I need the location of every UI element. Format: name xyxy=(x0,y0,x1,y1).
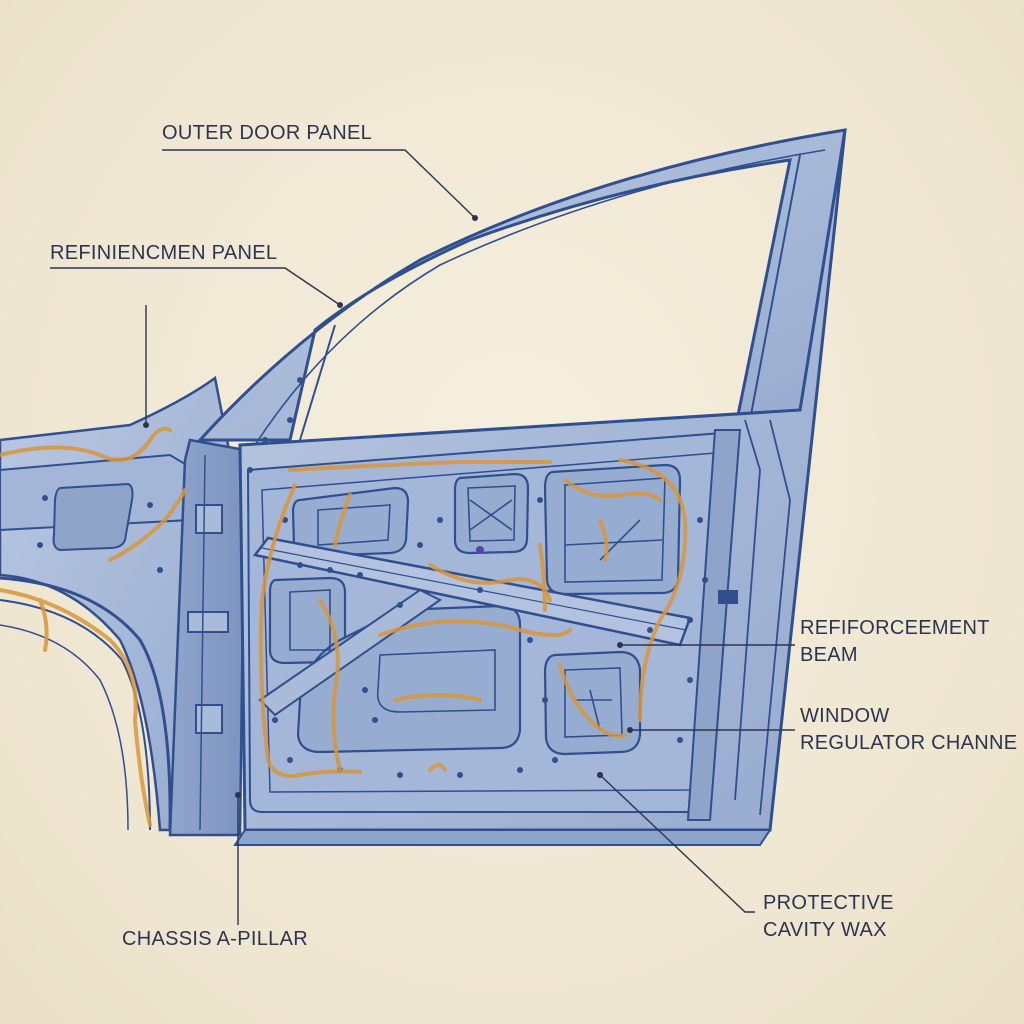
chassis-fender xyxy=(0,375,232,832)
leader-lines xyxy=(50,149,795,925)
label-reinforcement-beam-line1: REFIFORCEEMENT xyxy=(800,617,990,639)
label-window-regulator-channel: WINDOW REGULATOR CHANNE xyxy=(800,703,1024,757)
label-protective-cavity-wax: PROTECTIVE CAVITY WAX xyxy=(763,890,894,944)
label-reinforcement-beam-line2: BEAM xyxy=(800,644,858,666)
label-protective-wax-line2: CAVITY WAX xyxy=(763,919,887,941)
label-outer-door-panel-text: OUTER DOOR PANEL xyxy=(162,122,373,144)
window-regulator-channel xyxy=(686,429,742,821)
label-reinforcement-panel: REFINIENCMEN PANEL xyxy=(50,240,277,267)
cutout-details xyxy=(289,477,666,738)
label-outer-door-panel: OUTER DOOR PANEL xyxy=(162,120,372,147)
label-window-regulator-line1: WINDOW xyxy=(800,705,890,727)
label-chassis-a-pillar: CHASSIS A-PILLAR xyxy=(122,926,308,953)
cavity-wax xyxy=(0,426,688,827)
leader-outer-door-panel xyxy=(162,149,476,219)
rivets xyxy=(37,377,708,778)
window-frame xyxy=(196,128,847,446)
leader-dots xyxy=(143,215,633,798)
leader-reinforcement-panel xyxy=(50,267,341,306)
a-pillar-column xyxy=(168,438,247,837)
label-reinforcement-beam: REFIFORCEEMENT BEAM xyxy=(800,615,990,669)
label-protective-wax-line1: PROTECTIVE xyxy=(763,892,894,914)
label-chassis-a-pillar-text: CHASSIS A-PILLAR xyxy=(122,928,308,950)
leader-protective-wax xyxy=(599,774,755,913)
label-window-regulator-line2: REGULATOR CHANNE xyxy=(800,732,1018,754)
label-reinforcement-panel-text: REFINIENCMEN PANEL xyxy=(50,242,278,264)
